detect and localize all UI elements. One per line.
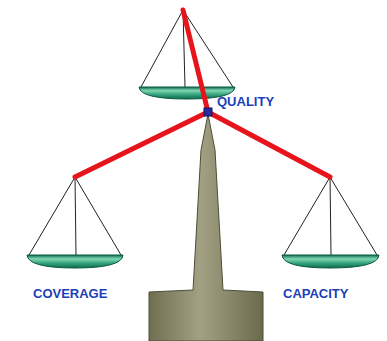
pedestal <box>149 114 263 341</box>
pan-label: QUALITY <box>217 95 274 108</box>
right-pan <box>284 177 377 255</box>
pan-dish <box>27 255 123 268</box>
pan-label: COVERAGE <box>33 287 107 300</box>
pan-dish <box>282 255 379 268</box>
balance-beams <box>75 10 330 177</box>
pan-label: CAPACITY <box>283 287 348 300</box>
left-pan <box>29 177 121 255</box>
pivot <box>204 108 212 116</box>
